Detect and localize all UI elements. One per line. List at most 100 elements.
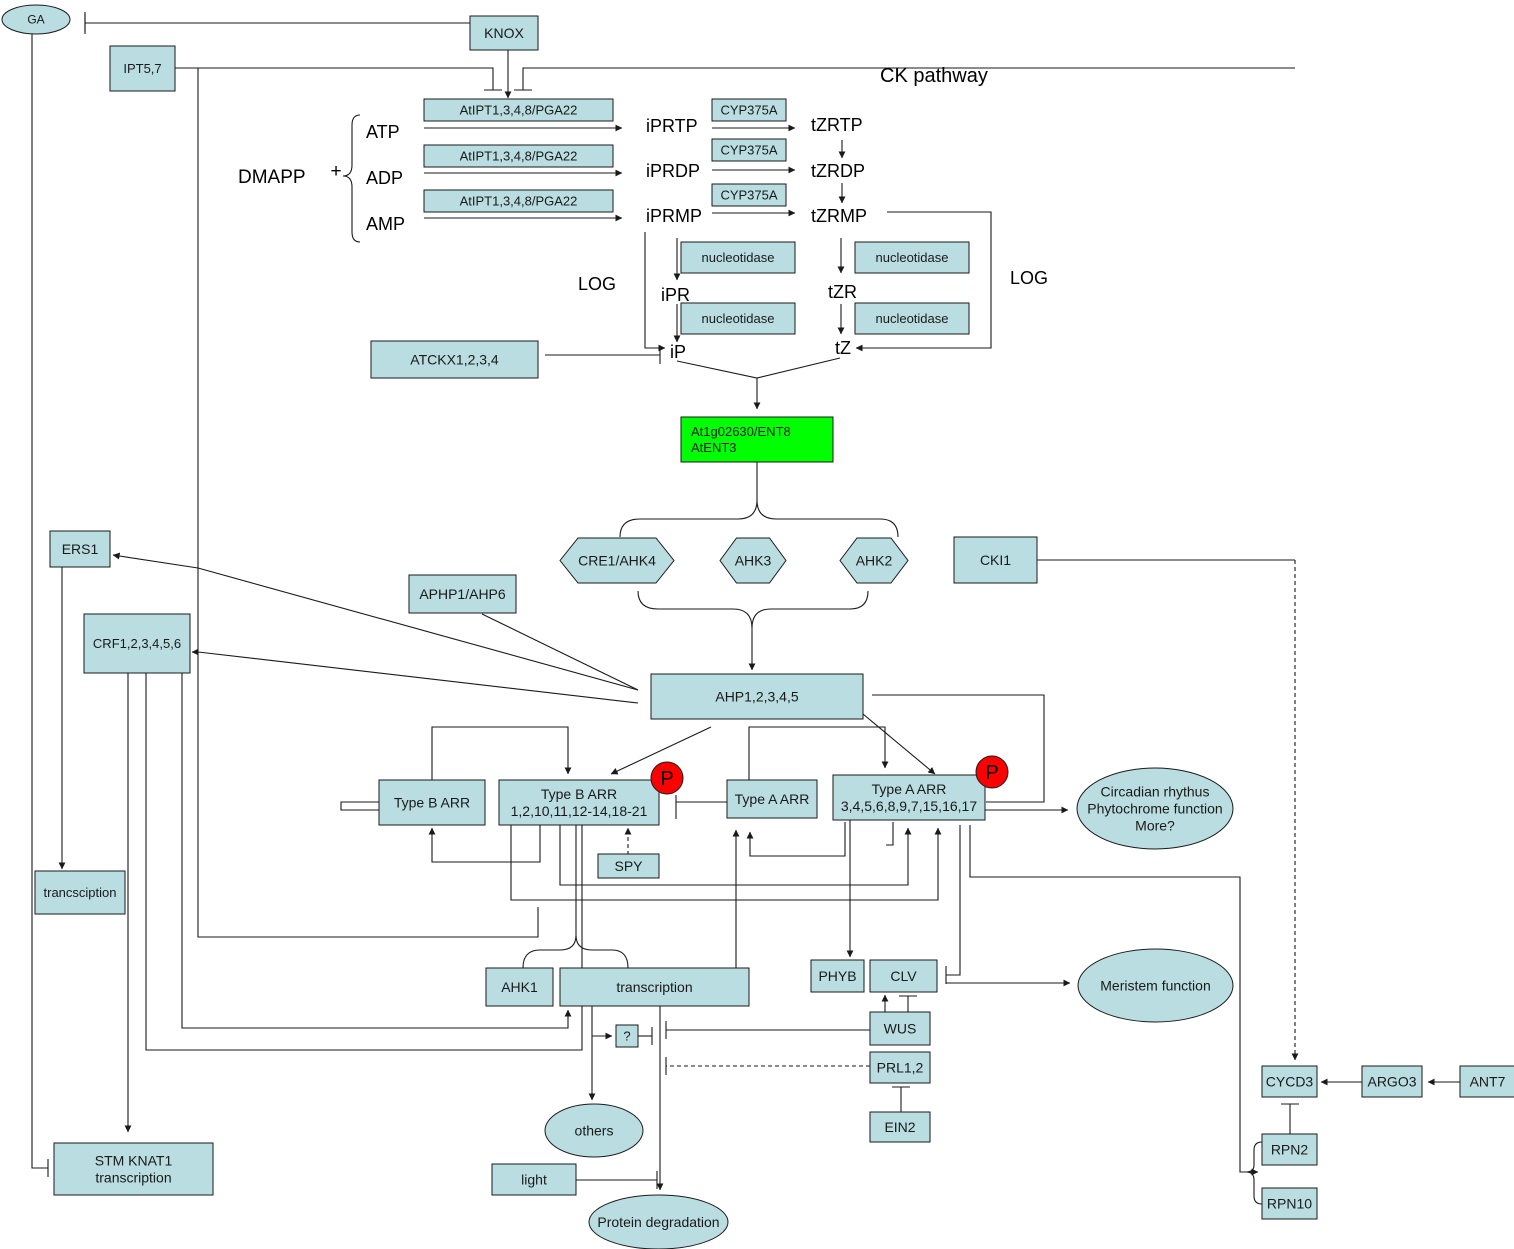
node-nuc-2-text: nucleotidase — [876, 250, 949, 265]
node-stm-text: STM KNAT1 — [95, 1153, 173, 1169]
node-typea-left-shape — [726, 779, 818, 819]
node-ent-text: AtENT3 — [691, 440, 737, 455]
node-typeb-left: Type B ARR — [378, 779, 486, 826]
node-ent-shape — [680, 416, 834, 463]
node-prl-text: PRL1,2 — [877, 1060, 924, 1076]
node-cyp-3-shape — [711, 183, 787, 207]
node-transcription: transcription — [559, 967, 750, 1007]
node-ahk1-shape — [485, 967, 554, 1007]
node-nuc-4-shape — [854, 302, 970, 335]
node-ahk2-text: AHK2 — [856, 553, 893, 569]
node-ers1: ERS1 — [49, 530, 111, 568]
label-atp: ATP — [366, 122, 400, 142]
edge — [886, 822, 894, 846]
edge — [145, 673, 583, 1051]
node-nuc-3-shape — [680, 302, 796, 335]
node-nuc-3: nucleotidase — [680, 302, 796, 335]
label-ip: iP — [670, 342, 686, 362]
node-cyp-1: CYP375A — [711, 98, 787, 122]
edge — [431, 726, 572, 780]
node-meristem: Meristem function — [1077, 948, 1234, 1023]
node-cki1: CKI1 — [953, 536, 1038, 584]
node-circadian-text: More? — [1135, 817, 1175, 833]
label-adp: ADP — [366, 168, 403, 188]
edge — [175, 67, 494, 90]
node-phyb-text: PHYB — [818, 968, 856, 984]
label-tz: tZ — [835, 338, 851, 358]
node-cki1-text: CKI1 — [980, 552, 1011, 568]
node-light: light — [491, 1163, 577, 1196]
node-clv-text: CLV — [890, 968, 917, 984]
node-aphp-text: APHP1/AHP6 — [419, 586, 506, 602]
node-others-text: others — [575, 1123, 614, 1139]
node-ant7: ANT7 — [1459, 1065, 1514, 1098]
node-aphp: APHP1/AHP6 — [408, 574, 517, 614]
edge — [644, 232, 666, 352]
node-atipt-atp-shape — [423, 98, 614, 122]
node-crf-shape — [83, 613, 191, 674]
edge — [481, 613, 639, 691]
edge — [855, 211, 992, 352]
phospho-p-typeb: P — [650, 761, 684, 795]
edge — [862, 713, 936, 775]
node-typeb-left-text: Type B ARR — [394, 795, 470, 811]
node-nuc-4-text: nucleotidase — [876, 311, 949, 326]
edge — [522, 67, 1295, 90]
edge — [197, 68, 539, 938]
label-ck-pathway: CK pathway — [880, 65, 988, 87]
edge — [748, 726, 889, 781]
node-rpn10-shape — [1261, 1187, 1318, 1220]
edge — [676, 357, 841, 379]
edge — [197, 651, 639, 704]
phospho-p-typea: P — [975, 755, 1009, 789]
node-spy: SPY — [597, 853, 660, 879]
node-cycd3: CYCD3 — [1261, 1065, 1318, 1098]
node-ein2-shape — [869, 1111, 931, 1143]
label-iprmp: iPRMP — [646, 206, 702, 226]
node-argo3-text: ARGO3 — [1367, 1074, 1416, 1090]
node-ant7-text: ANT7 — [1470, 1074, 1506, 1090]
edge — [610, 726, 712, 775]
phospho-label: P — [660, 768, 673, 790]
label-iprdp: iPRDP — [646, 161, 700, 181]
node-atipt-adp-text: AtIPT1,3,4,8/PGA22 — [460, 149, 578, 164]
node-ipt57-text: IPT5,7 — [123, 61, 161, 76]
node-wus: WUS — [869, 1011, 931, 1046]
node-transcription-shape — [559, 967, 750, 1007]
node-cyp-1-text: CYP375A — [720, 103, 777, 118]
node-meristem-text: Meristem function — [1100, 978, 1210, 994]
edge — [112, 552, 199, 569]
node-ahk3-text: AHK3 — [735, 553, 772, 569]
label-log-right: LOG — [1010, 268, 1048, 288]
node-wus-text: WUS — [884, 1021, 917, 1037]
edge — [872, 694, 1045, 803]
node-unknown: ? — [615, 1024, 639, 1048]
label-iprtp: iPRTP — [646, 116, 698, 136]
node-atckx-shape — [370, 340, 539, 379]
node-cyp-2: CYP375A — [711, 138, 787, 162]
node-protdeg: Protein degradation — [588, 1194, 729, 1249]
node-phyb-shape — [810, 959, 865, 993]
node-prl: PRL1,2 — [869, 1051, 931, 1084]
phospho-label: P — [985, 762, 998, 784]
node-nuc-1-shape — [680, 241, 796, 274]
node-cre1: CRE1/AHK4 — [559, 537, 675, 584]
node-ein2-text: EIN2 — [884, 1119, 915, 1135]
node-trancsciption-text: trancsciption — [44, 885, 117, 900]
label-tzr: tZR — [828, 282, 857, 302]
node-others-shape — [544, 1103, 644, 1158]
node-atckx-text: ATCKX1,2,3,4 — [410, 352, 499, 368]
node-nuc-2-shape — [854, 241, 970, 274]
node-trancsciption-shape — [34, 870, 126, 915]
node-atipt-adp-shape — [423, 144, 614, 168]
node-prl-shape — [869, 1051, 931, 1084]
node-nuc-1-text: nucleotidase — [702, 250, 775, 265]
node-cyp-2-shape — [711, 138, 787, 162]
node-protdeg-shape — [588, 1194, 729, 1249]
node-clv-shape — [869, 959, 938, 993]
node-ein2: EIN2 — [869, 1111, 931, 1143]
